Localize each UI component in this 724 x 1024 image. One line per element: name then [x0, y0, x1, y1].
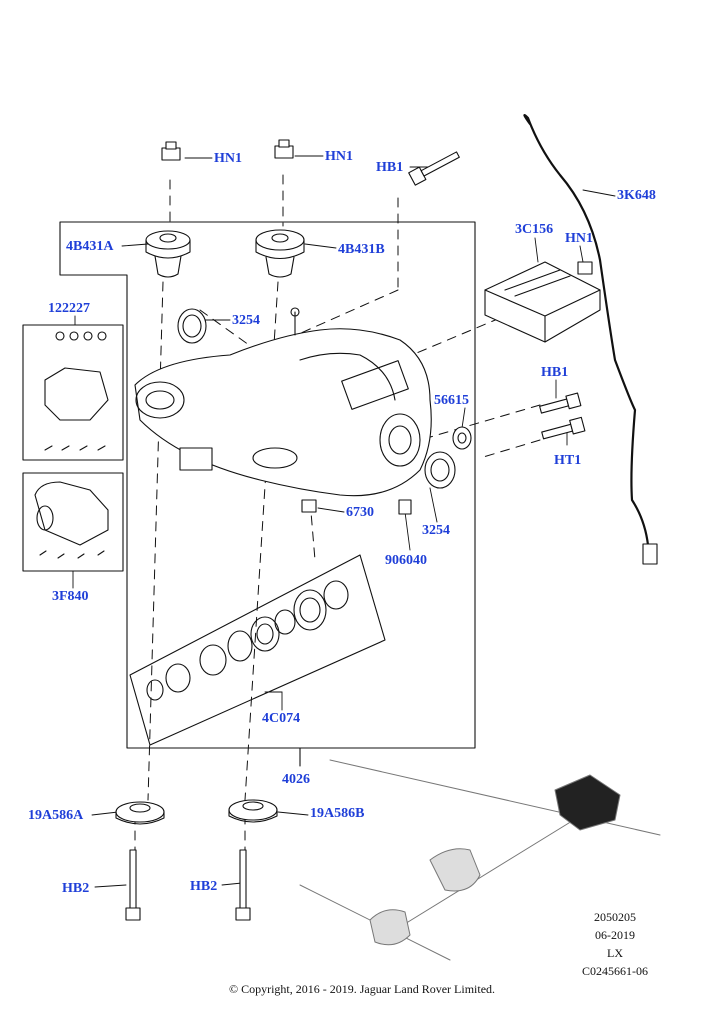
bushing-56615	[452, 426, 472, 450]
leader-lines	[72, 155, 616, 888]
label-4C074: 4C074	[262, 711, 301, 726]
bolt-hb2-left	[125, 849, 141, 921]
ref-number: C0245661-06	[582, 964, 648, 978]
alignment-lines	[134, 174, 541, 861]
label-HN1: HN1	[565, 231, 593, 246]
mount-19A586B	[228, 799, 278, 823]
driveline-thumbnail	[299, 759, 661, 961]
kit-frame-4C074	[129, 554, 386, 746]
bushing-4B431A	[145, 230, 191, 278]
label-HT1: HT1	[554, 453, 582, 468]
seal-3254-right	[424, 451, 456, 489]
label-56615: 56615	[434, 393, 469, 408]
seal-3254-left	[177, 308, 207, 344]
ref-code: 2050205	[594, 910, 636, 924]
mount-19A586A	[115, 801, 165, 825]
label-HB1: HB1	[541, 365, 569, 380]
actuator-3C156	[484, 261, 601, 343]
bolt-ht1	[541, 416, 586, 440]
sensor-906040	[398, 499, 412, 515]
label-3F840: 3F840	[52, 589, 89, 604]
nut-hn1-left	[161, 141, 181, 161]
label-19A586B: 19A586B	[310, 806, 365, 821]
breather-pipe-3K648	[523, 113, 650, 547]
label-3254: 3254	[422, 523, 450, 538]
motor-3F840	[34, 481, 109, 559]
label-3K648: 3K648	[617, 188, 656, 203]
assembly-frame-4026	[59, 221, 476, 767]
bolt-hb1-mid	[539, 392, 582, 414]
pipe-connector	[642, 543, 658, 565]
ref-model: LX	[607, 946, 623, 960]
nut-hn1-right	[274, 139, 294, 159]
label-4B431B: 4B431B	[338, 242, 385, 257]
copyright-notice: © Copyright, 2016 - 2019. Jaguar Land Ro…	[228, 982, 496, 996]
bracket-122227	[44, 331, 109, 451]
label-HN1: HN1	[325, 149, 353, 164]
label-HB2: HB2	[62, 881, 90, 896]
label-HB1: HB1	[376, 160, 404, 175]
box-122227	[22, 324, 124, 461]
label-122227: 122227	[48, 301, 90, 316]
label-3254: 3254	[232, 313, 260, 328]
label-HN1: HN1	[214, 151, 242, 166]
label-6730: 6730	[346, 505, 374, 520]
label-4026: 4026	[282, 772, 310, 787]
label-3C156: 3C156	[515, 222, 554, 237]
plug-6730	[301, 499, 317, 513]
bolt-hb2-right	[235, 849, 251, 921]
nut-hn1-actuator	[577, 261, 593, 275]
ref-date: 06-2019	[595, 928, 635, 942]
label-906040: 906040	[385, 553, 427, 568]
bolt-hb1-top	[408, 151, 460, 186]
label-HB2: HB2	[190, 879, 218, 894]
label-4B431A: 4B431A	[66, 239, 114, 254]
bearing-kit-parts	[146, 580, 349, 701]
label-19A586A: 19A586A	[28, 808, 84, 823]
bushing-4B431B	[255, 229, 305, 278]
differential-housing	[134, 307, 432, 497]
